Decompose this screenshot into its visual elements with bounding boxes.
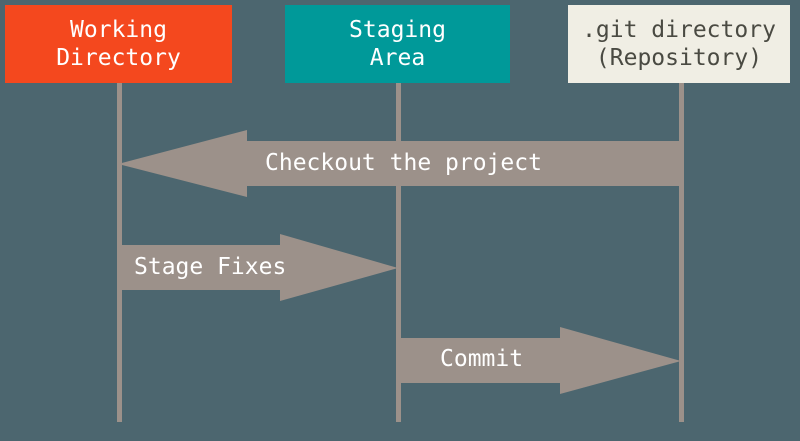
node-staging-area: Staging Area xyxy=(285,5,510,83)
lifeline-working-directory xyxy=(117,83,122,422)
arrow-checkout-label: Checkout the project xyxy=(265,150,542,176)
arrow-stage-fixes-label: Stage Fixes xyxy=(134,254,287,280)
node-staging-area-line1: Staging xyxy=(349,16,446,43)
node-working-directory-line2: Directory xyxy=(56,45,181,71)
node-git-directory-line1: .git directory xyxy=(582,16,776,43)
lifeline-git-directory xyxy=(679,83,684,422)
arrow-commit-label: Commit xyxy=(440,346,524,372)
node-git-directory-line2: (Repository) xyxy=(595,45,763,71)
node-working-directory-line1: Working xyxy=(70,16,167,43)
lifeline-staging-area xyxy=(396,83,401,422)
node-staging-area-line2: Area xyxy=(369,45,426,71)
node-git-directory: .git directory (Repository) xyxy=(568,5,790,83)
node-working-directory: Working Directory xyxy=(5,5,232,83)
